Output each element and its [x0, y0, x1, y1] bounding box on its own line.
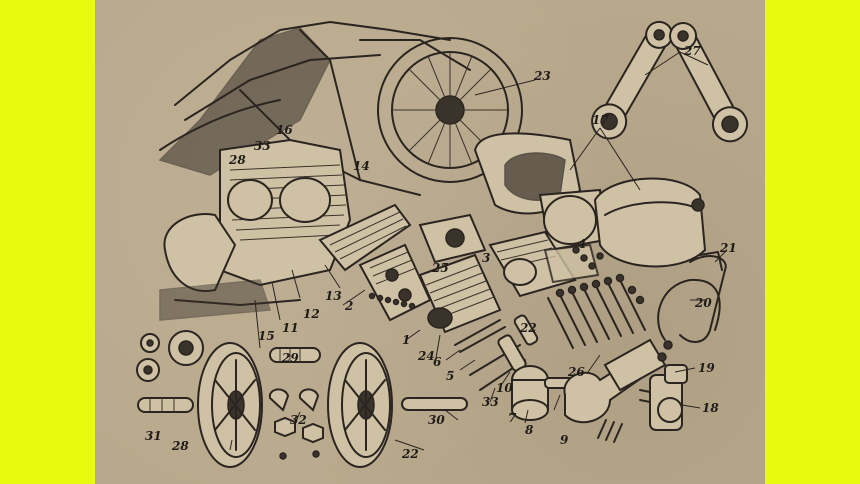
- label-9: 9: [560, 433, 569, 447]
- label-20: 20: [694, 296, 712, 310]
- label-12: 12: [303, 307, 320, 321]
- motorcycle-drawing: [158, 21, 523, 321]
- label-27: 27: [683, 44, 701, 58]
- label-1: 1: [402, 333, 410, 347]
- label-25: 25: [431, 261, 449, 275]
- label-8: 8: [525, 423, 534, 437]
- label-6: 6: [433, 355, 442, 369]
- label-28-left: 28: [171, 439, 189, 453]
- label-16: 16: [276, 123, 293, 137]
- label-3: 3: [482, 251, 490, 265]
- label-27-engine: 33: [254, 139, 271, 153]
- label-31: 31: [145, 429, 162, 443]
- label-2: 2: [344, 299, 353, 313]
- covers-17: [473, 132, 707, 268]
- label-24: 24: [417, 349, 435, 363]
- label-5: 5: [446, 369, 454, 383]
- label-10: 10: [496, 381, 513, 395]
- brake-drums: [197, 342, 393, 468]
- label-22: 22: [519, 321, 537, 335]
- label-14: 14: [353, 159, 370, 173]
- label-23: 23: [533, 69, 551, 83]
- label-13: 13: [325, 289, 342, 303]
- label-29: 29: [281, 351, 299, 365]
- label-26: 26: [567, 365, 585, 379]
- label-32: 32: [290, 413, 307, 427]
- label-15: 15: [258, 329, 275, 343]
- carburetor: [639, 352, 688, 431]
- washers: [136, 330, 623, 460]
- label-4: 4: [578, 237, 586, 251]
- label-28-right: 22: [401, 447, 419, 461]
- cables: [657, 251, 727, 350]
- callout-labels: 23 17 27 21 20 19 18 26 9 8 7 10 33 5 6 …: [145, 44, 737, 461]
- leader-lines: [229, 51, 728, 451]
- label-30: 30: [428, 413, 445, 427]
- axles: [137, 347, 468, 413]
- connecting-rods: [591, 20, 748, 143]
- label-33: 33: [482, 395, 499, 409]
- label-17: 17: [592, 113, 609, 127]
- cylinders: [358, 213, 600, 334]
- label-21: 21: [719, 241, 737, 255]
- label-18: 18: [702, 401, 719, 415]
- label-11: 11: [282, 321, 299, 335]
- bolts-and-nuts: [368, 246, 667, 424]
- label-19: 19: [698, 361, 715, 375]
- label-7: 7: [508, 411, 517, 425]
- label-33-engine: 28: [228, 153, 246, 167]
